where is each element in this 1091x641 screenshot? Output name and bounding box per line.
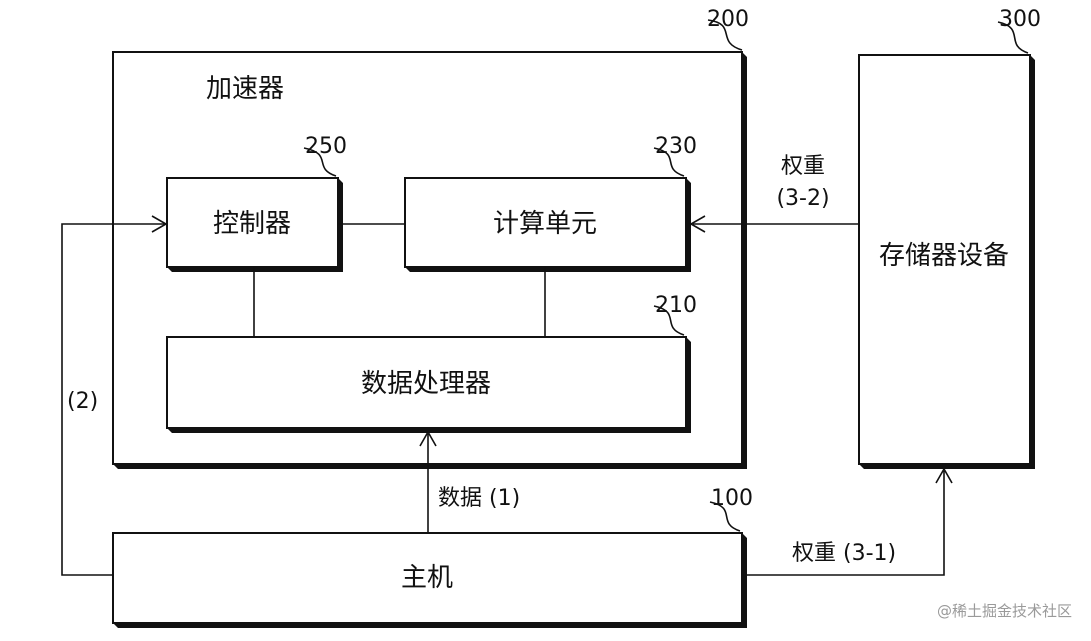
memory-device-ref-leader <box>997 21 1029 54</box>
compute-unit-ref: 230 <box>655 134 697 159</box>
host-to-processor-label: 数据 (1) <box>438 486 520 511</box>
arrow-right-icon <box>151 215 168 233</box>
host-to-memory-connection: 权重 (3-1) <box>747 467 953 576</box>
host-label: 主机 <box>401 563 453 593</box>
arrow-up-icon <box>419 430 437 447</box>
compute-unit-label: 计算单元 <box>493 209 597 239</box>
memory-to-compute-label-line1: 权重 <box>781 154 825 179</box>
host-block: 主机 100 <box>112 486 753 628</box>
data-processor-label: 数据处理器 <box>361 369 491 399</box>
accelerator-title: 加速器 <box>206 74 284 104</box>
memory-device-block: 存储器设备 300 <box>858 7 1041 469</box>
controller-ref-leader <box>303 147 337 177</box>
data-processor-ref-leader <box>653 305 685 336</box>
arrow-left-icon <box>689 215 706 233</box>
host-ref: 100 <box>711 486 753 511</box>
memory-device-ref: 300 <box>999 7 1041 32</box>
memory-device-label: 存储器设备 <box>879 241 1009 271</box>
host-ref-leader <box>709 501 741 532</box>
host-to-controller-label: (2) <box>67 389 98 414</box>
compute-unit-ref-leader <box>653 147 685 177</box>
memory-to-compute-label-line2: (3-2) <box>776 186 829 211</box>
controller-block: 控制器 250 <box>166 134 347 272</box>
host-to-controller-connection: (2) <box>61 215 168 576</box>
watermark-text: @稀土掘金技术社区 <box>937 602 1072 620</box>
memory-to-compute-connection: 权重 (3-2) <box>689 154 859 233</box>
arrow-up-icon <box>935 467 953 484</box>
compute-unit-block: 计算单元 230 <box>404 134 697 272</box>
host-to-processor-connection: 数据 (1) <box>419 430 520 533</box>
host-to-memory-label: 权重 (3-1) <box>792 541 896 566</box>
accelerator-ref-leader <box>707 19 743 51</box>
accelerator-ref: 200 <box>707 7 749 32</box>
data-processor-block: 数据处理器 210 <box>166 293 697 433</box>
controller-ref: 250 <box>305 134 347 159</box>
data-processor-ref: 210 <box>655 293 697 318</box>
controller-label: 控制器 <box>213 209 291 239</box>
